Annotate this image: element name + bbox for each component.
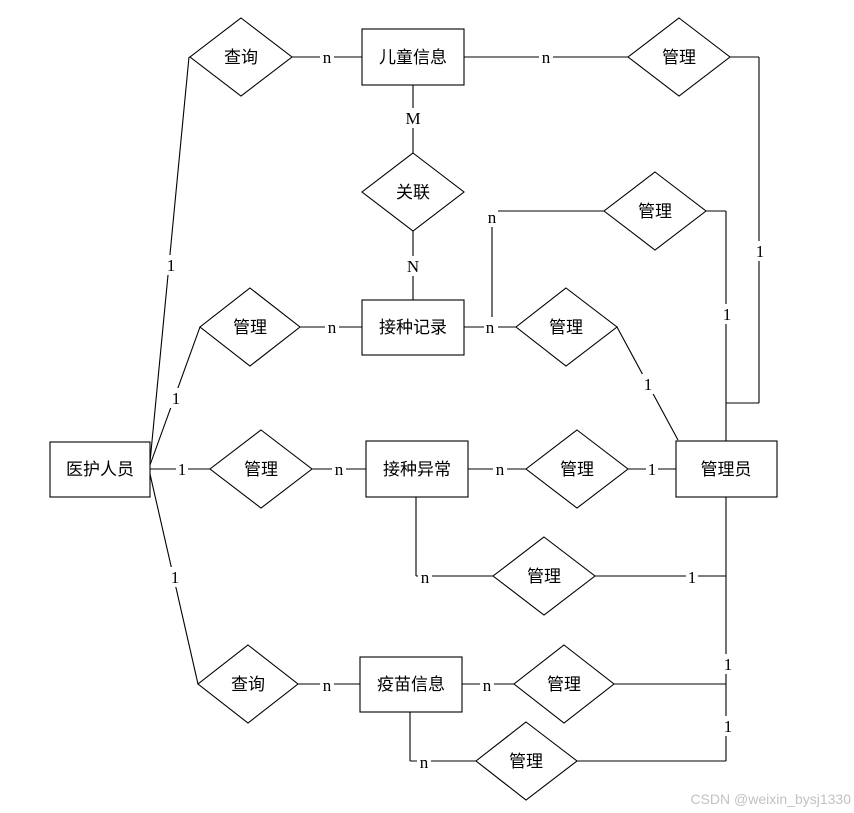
cardinality-labels: n n M N n n n 1 1 1 n n 1 1 1 1 1 [165, 47, 766, 772]
relationship-label: 查询 [231, 675, 265, 695]
entity-child-info: 儿童信息 [361, 28, 465, 86]
cardinality-label: 1 [648, 460, 657, 479]
cardinality-label: 1 [171, 568, 180, 587]
cardinality-label: 1 [644, 375, 653, 394]
watermark: CSDN @weixin_bysj1330 [690, 791, 851, 807]
cardinality-label: 1 [688, 568, 697, 587]
cardinality-label: 1 [724, 655, 733, 674]
cardinality-label: n [323, 676, 332, 695]
cardinality-label: N [407, 257, 419, 276]
entity-label: 疫苗信息 [377, 675, 445, 695]
cardinality-label: n [488, 208, 497, 227]
entity-label: 接种异常 [383, 460, 451, 480]
relationship-query-vaccine: 查询 [197, 644, 299, 724]
entity-vaccination-record: 接种记录 [361, 299, 465, 356]
entity-label: 儿童信息 [379, 48, 447, 68]
relationship-manage-record-staff: 管理 [199, 287, 301, 367]
cardinality-label: n [323, 48, 332, 67]
entity-label: 医护人员 [66, 460, 134, 480]
relationship-manage-child: 管理 [627, 17, 731, 97]
cardinality-label: 1 [756, 242, 765, 261]
relationship-label: 管理 [547, 675, 581, 695]
relationship-manage-vaccine-admin-2: 管理 [475, 721, 578, 801]
cardinality-label: 1 [172, 389, 181, 408]
relationship-manage-abnormal-admin: 管理 [525, 429, 629, 509]
cardinality-label: 1 [724, 717, 733, 736]
relationship-manage-abnormal-staff: 管理 [209, 429, 313, 509]
cardinality-label: n [421, 568, 430, 587]
cardinality-label: M [405, 109, 420, 128]
cardinality-label: n [335, 460, 344, 479]
entity-vaccine-info: 疫苗信息 [359, 656, 463, 713]
relationship-manage-abnormal-admin-2: 管理 [492, 536, 596, 616]
relationship-manage-record-admin: 管理 [603, 171, 707, 251]
relationship-label: 管理 [527, 567, 561, 587]
relationship-label: 查询 [224, 48, 258, 68]
cardinality-label: n [542, 48, 551, 67]
cardinality-label: n [420, 753, 429, 772]
relationship-label: 管理 [509, 752, 543, 772]
cardinality-label: 1 [167, 256, 176, 275]
relationship-label: 管理 [560, 460, 594, 480]
cardinality-label: n [483, 676, 492, 695]
relationship-label: 管理 [244, 460, 278, 480]
cardinality-label: 1 [723, 305, 732, 324]
relationship-label: 关联 [396, 183, 430, 203]
cardinality-label: n [486, 318, 495, 337]
entity-medical-staff: 医护人员 [49, 441, 151, 498]
relationship-manage-vaccine-admin: 管理 [513, 644, 615, 724]
entity-label: 接种记录 [379, 318, 447, 338]
relationship-manage-record-admin-2: 管理 [515, 287, 618, 367]
relationship-label: 管理 [662, 48, 696, 68]
relationship-query-child: 查询 [189, 17, 293, 97]
entity-label: 管理员 [701, 460, 752, 480]
relationship-label: 管理 [638, 202, 672, 222]
entity-vaccination-abnormal: 接种异常 [365, 440, 469, 498]
cardinality-label: n [496, 460, 505, 479]
entity-admin: 管理员 [675, 440, 778, 498]
relationship-associate: 关联 [361, 152, 465, 232]
cardinality-label: 1 [178, 460, 187, 479]
relationship-label: 管理 [233, 318, 267, 338]
relationship-label: 管理 [549, 318, 583, 338]
cardinality-label: n [328, 318, 337, 337]
